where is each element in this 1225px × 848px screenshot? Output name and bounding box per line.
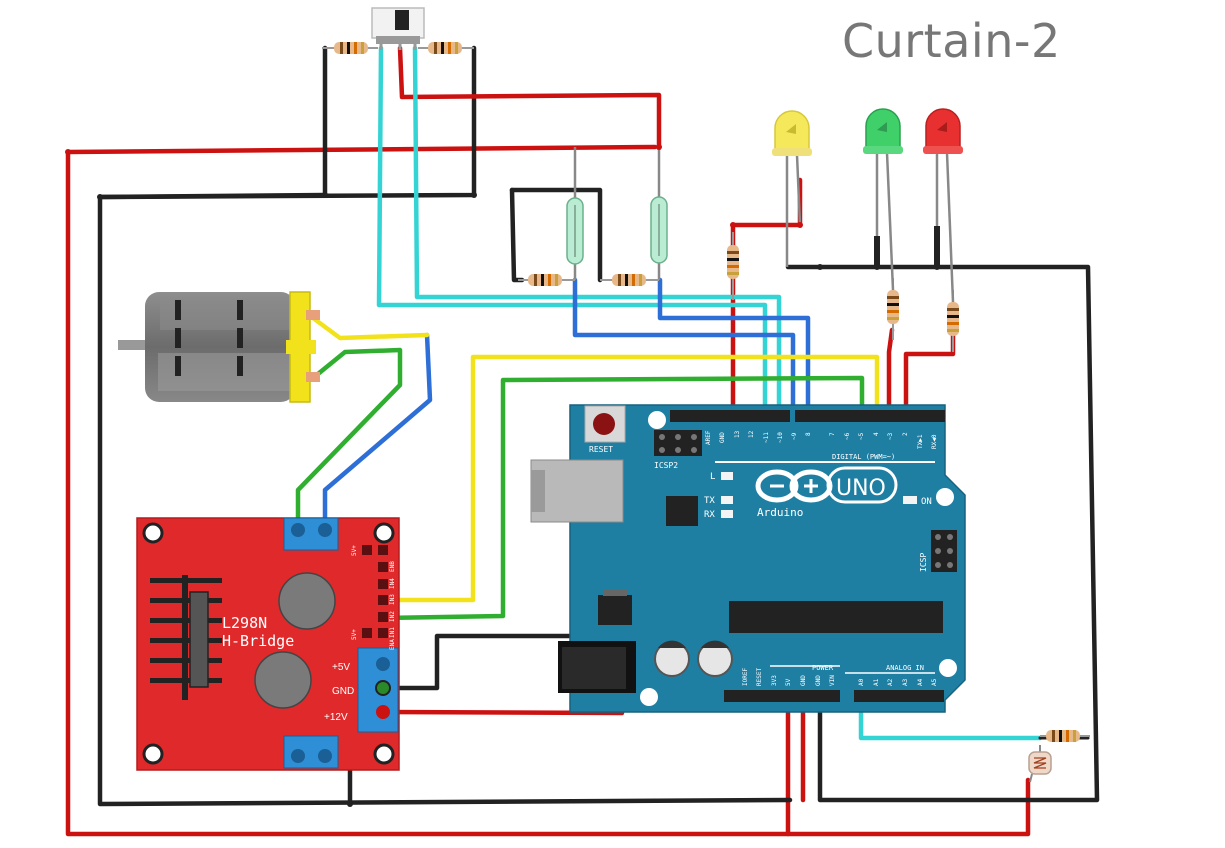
wire-blue-motor bbox=[322, 332, 433, 531]
resistor-led-yellow bbox=[727, 232, 739, 300]
hbridge-labels: L298N H-Bridge +5V GND +12V 5V+ ENB IN4 … bbox=[222, 545, 396, 723]
pin-a3: A3 bbox=[902, 678, 909, 686]
wire-green-motor bbox=[295, 347, 403, 531]
led-l-label: L bbox=[710, 472, 715, 482]
digital-label: DIGITAL (PWM=~) bbox=[832, 453, 895, 461]
arduino-infinity-icon bbox=[755, 469, 833, 503]
wire-red-outer bbox=[65, 144, 1031, 837]
wire-red-led3 bbox=[903, 327, 956, 418]
wire-green-pin5 bbox=[380, 375, 865, 621]
wire-blue-1 bbox=[572, 277, 796, 418]
analog-label: ANALOG IN bbox=[886, 664, 924, 672]
wire-blue-2 bbox=[657, 277, 811, 418]
pin-a1: A1 bbox=[873, 678, 880, 686]
reed-switches bbox=[566, 147, 668, 280]
hbridge-name-line2: H-Bridge bbox=[222, 632, 294, 650]
hbridge-pin-in1: IN1 bbox=[389, 627, 396, 638]
hbridge-pin-enb: ENB bbox=[389, 561, 396, 572]
arduino-labels: RESET ICSP2 ICSP UNO Arduino DIGITAL (PW… bbox=[589, 430, 938, 686]
pin-10: ~10 bbox=[777, 432, 784, 443]
pin-8: 8 bbox=[805, 432, 812, 436]
pin-a4: A4 bbox=[917, 678, 924, 686]
wire-black-reed1 bbox=[509, 187, 603, 283]
hbridge-label-gnd: GND bbox=[332, 686, 354, 697]
pin-gnd-top: GND bbox=[719, 432, 726, 443]
photoresistor bbox=[1028, 745, 1052, 783]
pin-a2: A2 bbox=[887, 678, 894, 686]
arduino-uno bbox=[530, 404, 966, 713]
uno-brand: UNO bbox=[836, 476, 886, 501]
pin-a0: A0 bbox=[858, 678, 865, 686]
pin-5v: 5V bbox=[785, 678, 792, 686]
led-yellow bbox=[772, 110, 812, 267]
hbridge-pin-5v-bottom: 5V+ bbox=[351, 629, 358, 640]
hbridge-pin-in3: IN3 bbox=[389, 594, 396, 605]
wire-black-gnd-right bbox=[785, 264, 1100, 803]
icsp2-label: ICSP2 bbox=[654, 461, 678, 470]
wire-black-hb-gnd bbox=[382, 633, 618, 691]
hbridge-pin-5v-top: 5V+ bbox=[351, 545, 358, 556]
wire-yellow-motor bbox=[310, 315, 430, 341]
pin-7: 7 bbox=[829, 432, 836, 436]
pin-6: ~6 bbox=[844, 432, 851, 440]
leds bbox=[772, 108, 963, 303]
slide-switch bbox=[371, 7, 425, 50]
pin-9: ~9 bbox=[791, 432, 798, 440]
led-green bbox=[863, 108, 903, 291]
pin-gnd-1: GND bbox=[800, 675, 807, 686]
wire-cyan-1 bbox=[376, 45, 768, 418]
hbridge-label-12v: +12V bbox=[324, 712, 348, 723]
wire-yellow-pin4 bbox=[380, 354, 880, 603]
hbridge-pin-in4: IN4 bbox=[389, 578, 396, 589]
wire-black-reed1b bbox=[509, 187, 525, 283]
pin-13: 13 bbox=[734, 430, 741, 438]
pin-2: 2 bbox=[902, 432, 909, 436]
led-rx-label: RX bbox=[704, 510, 715, 520]
resistor-reed-2 bbox=[600, 274, 659, 286]
pin-ioref: IOREF bbox=[742, 668, 749, 686]
junction-dots bbox=[65, 144, 940, 807]
on-label: ON bbox=[921, 497, 932, 507]
led-tx-label: TX bbox=[704, 496, 715, 506]
wire-red-switch bbox=[397, 45, 662, 151]
diagram-title: Curtain-2 bbox=[842, 14, 1061, 68]
wire-red-led2 bbox=[886, 327, 895, 418]
power-label: POWER bbox=[812, 664, 834, 672]
pin-12: 12 bbox=[748, 430, 755, 438]
pin-aref: AREF bbox=[705, 430, 712, 445]
hbridge-pin-ena: ENA bbox=[389, 639, 396, 650]
pin-reset: RESET bbox=[756, 668, 763, 686]
resistor-sw-left bbox=[322, 42, 378, 54]
pin-vin: VIN bbox=[829, 675, 836, 686]
resistor-ldr bbox=[1040, 730, 1090, 742]
pin-a5: A5 bbox=[931, 678, 938, 686]
pin-tx1: TX▶1 bbox=[917, 434, 924, 449]
pin-11: ~11 bbox=[763, 432, 770, 443]
pin-3v3: 3V3 bbox=[771, 675, 778, 686]
resistor-reed-1 bbox=[518, 274, 575, 286]
hbridge-name-line1: L298N bbox=[222, 614, 267, 632]
pin-gnd-2: GND bbox=[815, 675, 822, 686]
resistor-sw-right bbox=[418, 42, 474, 54]
hbridge-label-5v: +5V bbox=[332, 662, 350, 673]
pin-3: ~3 bbox=[887, 432, 894, 440]
l298n-hbridge bbox=[136, 517, 400, 771]
pin-rx0: RX◀0 bbox=[931, 434, 938, 449]
led-red bbox=[923, 108, 963, 303]
reset-label: RESET bbox=[589, 445, 613, 454]
resistors bbox=[322, 42, 1090, 742]
pin-5: ~5 bbox=[858, 432, 865, 440]
resistor-led-green bbox=[887, 278, 899, 340]
pin-4: 4 bbox=[873, 432, 880, 436]
icsp-label: ICSP bbox=[919, 553, 928, 572]
hbridge-pin-in2: IN2 bbox=[389, 611, 396, 622]
wire-cyan-2 bbox=[412, 45, 782, 418]
dc-motor bbox=[118, 291, 320, 403]
arduino-subbrand: Arduino bbox=[757, 506, 803, 519]
